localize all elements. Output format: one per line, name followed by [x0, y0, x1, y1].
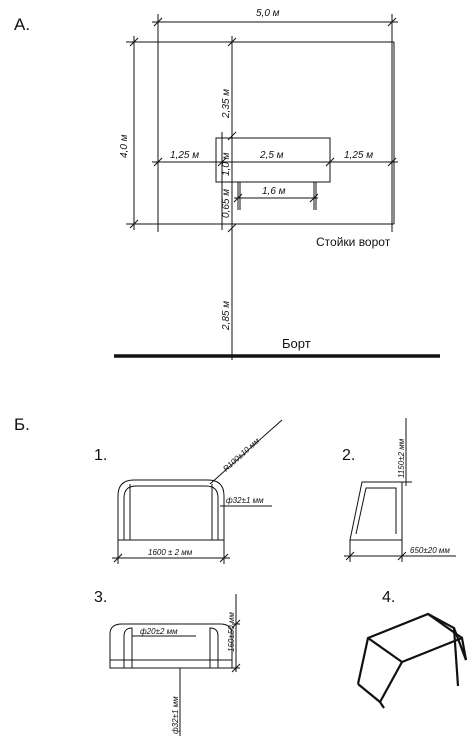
dim-left-label: 1,25 м [170, 150, 199, 161]
fig1-number: 1. [94, 447, 107, 464]
fig3-height-label: 150±50 мм [227, 612, 236, 652]
section-b-label: Б. [14, 415, 30, 434]
fig3-top-frame [109, 623, 233, 669]
dim-posts-label: 1,6 м [262, 186, 286, 197]
dim-goal-h-label: 1,0 м [221, 152, 232, 176]
goal-rect [215, 137, 331, 183]
dim-board-label: 2,85 м [221, 301, 232, 331]
section-a-label: А. [14, 15, 30, 34]
dim-top-label: 2,35 м [221, 89, 232, 119]
fig2-depth-label: 650±20 мм [410, 546, 450, 555]
fig2-height-label: 1150±2 мм [397, 438, 406, 478]
goal-posts [233, 182, 319, 210]
fig3-pipe-inner-label: ф20±2 мм [140, 627, 178, 636]
dim-right-label: 1,25 м [344, 150, 373, 161]
posts-label: Стойки ворот [316, 235, 391, 249]
fig4-isometric-goal [356, 612, 468, 709]
fig1-radius-leader [209, 419, 283, 485]
fig4-number: 4. [382, 589, 395, 606]
fig1-pipe-label: ф32±1 мм [226, 496, 264, 505]
field-outline [126, 14, 395, 232]
board-label: Борт [282, 336, 311, 351]
dim-height-line [129, 36, 139, 230]
dim-depth-label: 0,65 м [221, 189, 232, 218]
fig2-side-frame [349, 481, 403, 541]
dim-height-label: 4,0 м [119, 134, 130, 158]
fig1-goal-frame [117, 479, 225, 541]
dim-width-line [152, 17, 398, 27]
fig3-number: 3. [94, 589, 107, 606]
fig1-width-label: 1600 ± 2 мм [148, 548, 193, 557]
fig2-number: 2. [342, 447, 355, 464]
dim-goal-w-label: 2,5 м [259, 150, 284, 161]
fig1-radius-label: R100±10 мм [221, 436, 261, 474]
fig3-pipe-outer-label: ф32±1 мм [171, 696, 180, 734]
dim-width-label: 5,0 м [256, 8, 280, 19]
